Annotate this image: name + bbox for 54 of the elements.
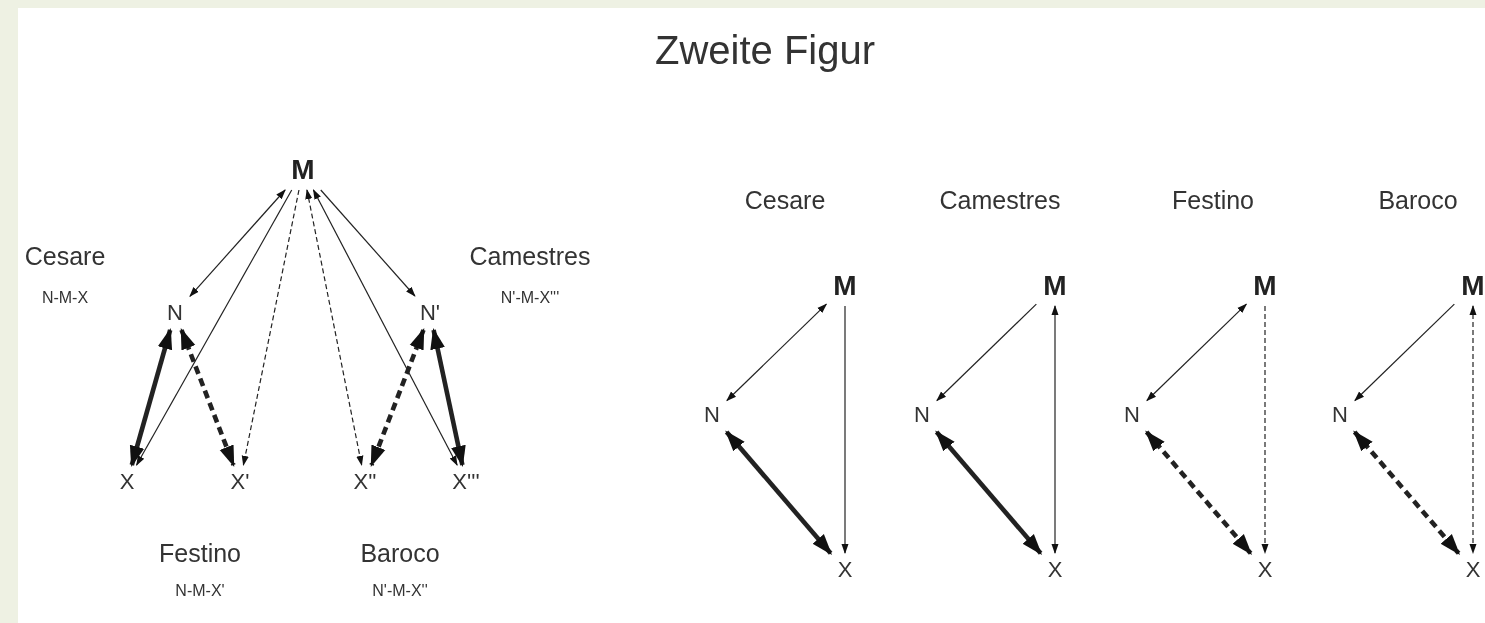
term-label: N' — [417, 301, 443, 325]
mood-name: Baroco — [360, 540, 440, 566]
syllogism-formula: N-M-X' — [175, 583, 225, 599]
mood-name: Camestres — [469, 243, 591, 269]
term-label: N — [912, 403, 932, 427]
arrow — [189, 189, 286, 298]
arrow — [136, 189, 293, 466]
arrow — [934, 430, 1043, 555]
syllogism-formula: N'-M-X'' — [372, 583, 428, 599]
arrow — [1261, 305, 1269, 554]
arrow — [1146, 303, 1248, 402]
mood-name: Festino — [159, 540, 241, 566]
mood-name: Festino — [1172, 187, 1254, 213]
term-label: X — [1045, 558, 1065, 582]
term-label: X''' — [450, 470, 482, 494]
arrow — [369, 328, 426, 467]
arrow — [305, 189, 364, 466]
term-label: M — [1459, 271, 1485, 301]
term-label: M — [1251, 271, 1279, 301]
mood-name: Baroco — [1378, 187, 1458, 213]
mood-name: Cesare — [744, 187, 826, 213]
term-label: N — [702, 403, 722, 427]
arrow — [726, 303, 828, 402]
arrow — [430, 327, 466, 468]
arrow — [129, 327, 173, 468]
arrow — [724, 430, 833, 555]
term-label: X — [1463, 558, 1483, 582]
syllogism-formula: N'-M-X''' — [500, 290, 560, 306]
term-label: X — [835, 558, 855, 582]
arrow — [179, 328, 236, 467]
term-label: M — [831, 271, 859, 301]
mood-name: Cesare — [24, 243, 106, 269]
term-label: M — [289, 155, 317, 185]
syllogism-formula: N-M-X — [41, 290, 89, 306]
arrow — [312, 189, 458, 466]
arrow — [1144, 430, 1253, 555]
arrow — [1051, 305, 1059, 554]
arrow — [1352, 430, 1461, 555]
arrow — [841, 305, 849, 554]
term-label: N — [1330, 403, 1350, 427]
mood-name: Camestres — [939, 187, 1061, 213]
diagram-title: Zweite Figur — [654, 30, 876, 70]
arrow — [1354, 303, 1455, 402]
term-label: X'' — [351, 470, 379, 494]
arrow — [320, 189, 416, 297]
arrow — [936, 303, 1037, 402]
arrow — [1469, 305, 1477, 554]
term-label: M — [1041, 271, 1069, 301]
term-label: N — [165, 301, 185, 325]
arrow — [241, 189, 300, 466]
term-label: N — [1122, 403, 1142, 427]
term-label: X' — [228, 470, 252, 494]
term-label: X — [1255, 558, 1275, 582]
term-label: X — [117, 470, 137, 494]
